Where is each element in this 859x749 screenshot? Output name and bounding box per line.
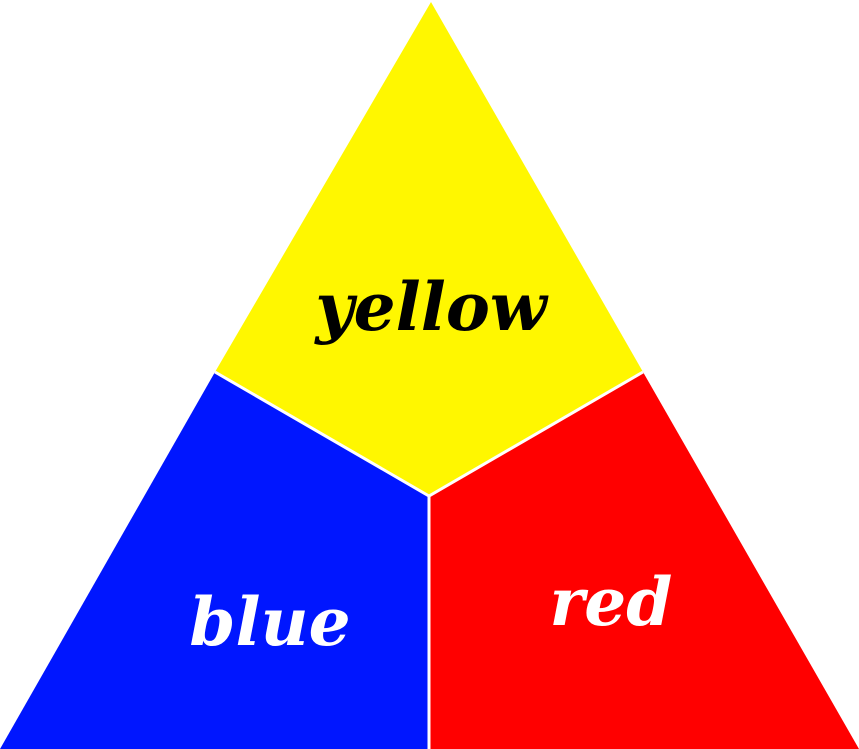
blue-label: blue xyxy=(189,583,350,661)
yellow-region xyxy=(215,2,643,496)
red-region xyxy=(429,372,859,749)
yellow-label: yellow xyxy=(313,268,549,346)
blue-region xyxy=(0,372,429,749)
red-label: red xyxy=(550,563,673,641)
